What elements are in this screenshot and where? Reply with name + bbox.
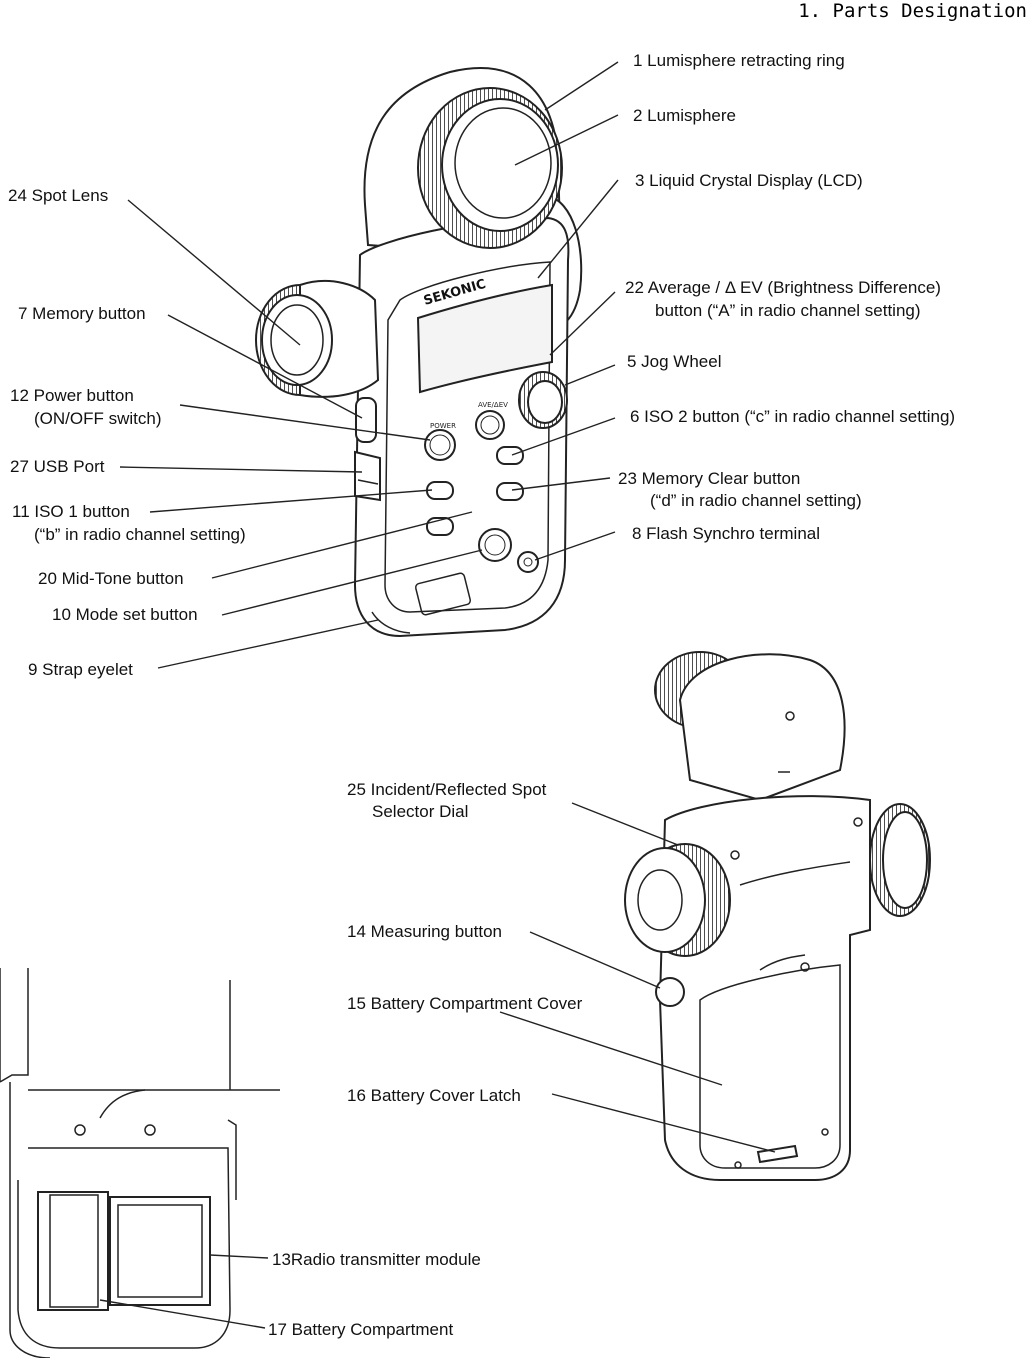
meter-rear-illustration — [624, 651, 931, 1181]
battery-compartment-detail-illustration — [0, 968, 280, 1358]
label-lumisphere-retracting-ring: 1 Lumisphere retracting ring — [633, 51, 845, 70]
svg-text:AVE/ΔEV: AVE/ΔEV — [478, 401, 508, 409]
svg-text:POWER: POWER — [430, 422, 456, 430]
spot-lens — [261, 294, 333, 386]
lumisphere — [441, 98, 559, 232]
mode-set-button[interactable] — [478, 528, 512, 562]
label-memory-button: 7 Memory button — [18, 304, 146, 323]
label-battery-compartment-cover: 15 Battery Compartment Cover — [347, 994, 583, 1013]
label-flash-synchro-terminal: 8 Flash Synchro terminal — [632, 524, 820, 543]
average-delta-ev-button[interactable] — [475, 410, 505, 440]
label-mode-set-button: 10 Mode set button — [52, 605, 198, 624]
memory-clear-button[interactable] — [496, 482, 524, 501]
usb-port — [354, 450, 381, 502]
battery-cover-latch[interactable] — [756, 1144, 799, 1164]
leader-lines — [99, 61, 776, 1329]
label-iso-2-button: 6 ISO 2 button (“c” in radio channel set… — [630, 407, 955, 426]
label-power-button: 12 Power button — [10, 386, 134, 405]
label-iso-1-button-line2: (“b” in radio channel setting) — [34, 525, 246, 544]
label-mid-tone-button: 20 Mid-Tone button — [38, 569, 184, 588]
label-jog-wheel: 5 Jog Wheel — [627, 352, 722, 371]
memory-button[interactable] — [355, 397, 377, 443]
label-strap-eyelet: 9 Strap eyelet — [28, 660, 133, 679]
label-selector-dial: 25 Incident/Reflected Spot — [347, 780, 547, 799]
lcd-display — [416, 283, 553, 394]
flash-synchro-terminal — [517, 551, 539, 573]
label-average-ev-button: 22 Average / Δ EV (Brightness Difference… — [625, 278, 941, 297]
label-average-ev-button-line2: button (“A” in radio channel setting) — [655, 301, 921, 320]
meter-front-illustration: SEKONIC POWER AVE/ΔEV — [255, 67, 583, 638]
label-memory-clear-button: 23 Memory Clear button — [618, 469, 800, 488]
label-memory-clear-button-line2: (“d” in radio channel setting) — [650, 491, 862, 510]
label-radio-transmitter-module: 13Radio transmitter module — [272, 1250, 481, 1269]
label-spot-lens: 24 Spot Lens — [8, 186, 108, 205]
label-lumisphere: 2 Lumisphere — [633, 106, 736, 125]
label-battery-compartment: 17 Battery Compartment — [268, 1320, 453, 1339]
battery-compartment-cover[interactable] — [699, 964, 841, 1169]
measuring-button[interactable] — [655, 977, 685, 1007]
label-measuring-button: 14 Measuring button — [347, 922, 502, 941]
label-battery-cover-latch: 16 Battery Cover Latch — [347, 1086, 521, 1105]
section-heading: 1. Parts Designation — [798, 0, 1027, 22]
label-usb-port: 27 USB Port — [10, 457, 105, 476]
iso-2-button[interactable] — [496, 446, 524, 465]
part-labels: 1 Lumisphere retracting ring 2 Lumispher… — [8, 51, 955, 1339]
label-power-button-line2: (ON/OFF switch) — [34, 409, 162, 428]
label-selector-dial-line2: Selector Dial — [372, 802, 468, 821]
radio-transmitter-module — [109, 1196, 211, 1306]
label-iso-1-button: 11 ISO 1 button — [12, 502, 130, 521]
label-lcd: 3 Liquid Crystal Display (LCD) — [635, 171, 863, 190]
power-button[interactable] — [424, 429, 456, 461]
